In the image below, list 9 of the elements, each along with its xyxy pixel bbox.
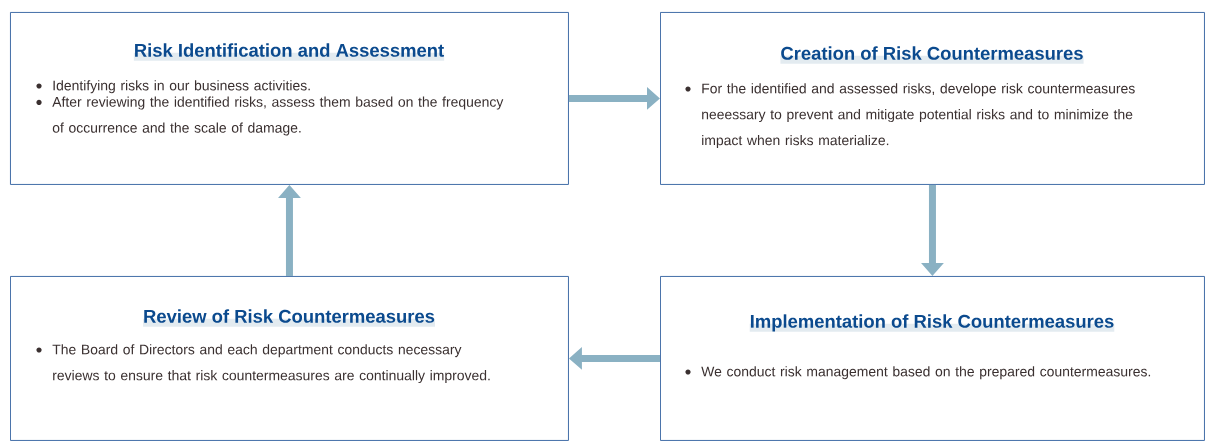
bullet-text: We conduct risk management based on the prepared countermeasures.	[701, 366, 1151, 380]
box-title: Risk Identification and Assessment	[133, 43, 445, 61]
bullet-text: The Board of Directors and each department conducts necessary reviews to ensure that risk countermeasures are continually improved.	[52, 344, 490, 384]
bullet-text: For the identified and assessed risks, develope risk countermeasures neeessary to prevent and mitigate potential risks and to minimize the impact when risks materialize.	[702, 83, 1135, 148]
box-title: Creation of Risk Countermeasures	[780, 46, 1084, 64]
bullet-text: After reviewing the identified risks, assess them based on the frequency of occurrence and the scale of damage.	[52, 96, 504, 136]
box-title: Implementation of Risk Countermeasures	[749, 314, 1115, 332]
box-title: Review of Risk Countermeasures	[143, 309, 435, 327]
bullet-text: Identifying risks in our business activities.	[53, 80, 310, 94]
